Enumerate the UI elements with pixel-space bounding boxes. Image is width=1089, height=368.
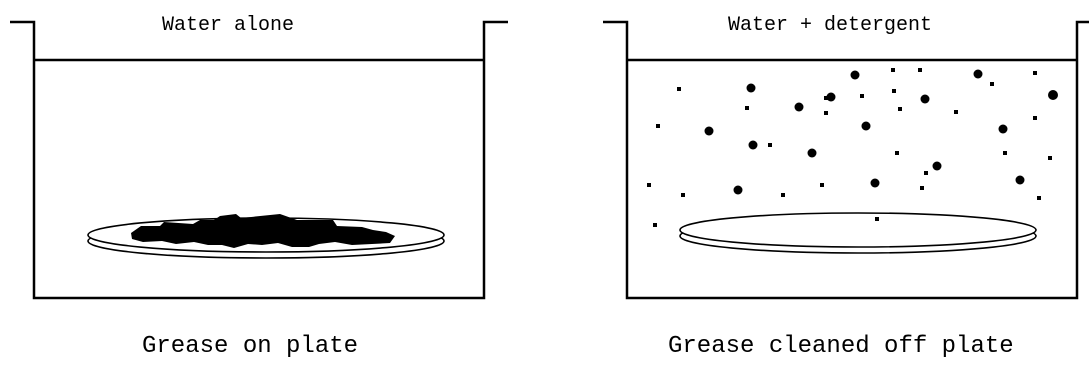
right-plate [679, 212, 1037, 254]
left-sink [10, 20, 508, 300]
right-sink [603, 20, 1089, 300]
grease-particles [647, 68, 1058, 227]
left-panel-caption: Grease on plate [142, 333, 359, 360]
grease-blob [131, 214, 395, 248]
right-panel-title: Water + detergent [728, 14, 933, 37]
right-panel-caption: Grease cleaned off plate [668, 333, 1014, 360]
left-panel-title: Water alone [162, 14, 295, 37]
